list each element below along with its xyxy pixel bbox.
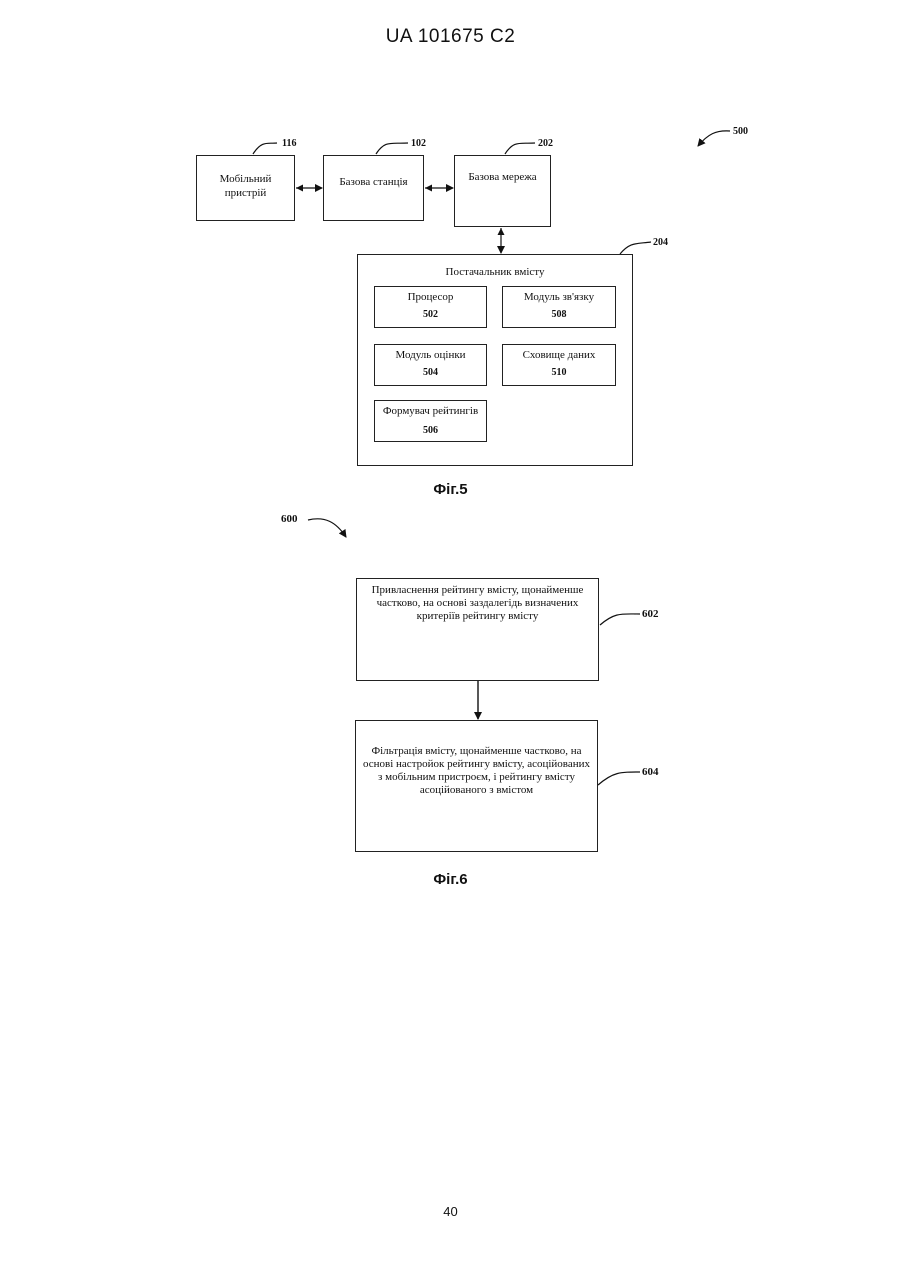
mobile-device-box: Мобільний пристрій (196, 155, 295, 221)
ref-102: 102 (411, 138, 426, 149)
step-604-text: Фільтрація вмісту, щонайменше частково, … (362, 745, 591, 797)
content-provider-label: Постачальник вмісту (358, 265, 632, 279)
rating-former-number: 506 (375, 424, 486, 438)
data-store-box: Сховище даних 510 (502, 344, 616, 386)
data-store-number: 510 (503, 366, 615, 380)
ref-604: 604 (642, 766, 659, 778)
step-604-box: Фільтрація вмісту, щонайменше частково, … (355, 720, 598, 852)
step-602-box: Привласнення рейтингу вмісту, щонайменше… (356, 578, 599, 681)
eval-module-number: 504 (375, 366, 486, 380)
processor-number: 502 (375, 308, 486, 322)
comm-module-label: Модуль зв'язку (503, 290, 615, 304)
ref-602: 602 (642, 608, 659, 620)
mobile-device-label: Мобільний пристрій (215, 172, 276, 200)
processor-label: Процесор (375, 290, 486, 304)
base-station-label: Базова станція (324, 175, 423, 189)
ref-600: 600 (281, 513, 298, 525)
base-network-box: Базова мережа (454, 155, 551, 227)
ref-204: 204 (653, 237, 668, 248)
comm-module-number: 508 (503, 308, 615, 322)
data-store-label: Сховище даних (503, 348, 615, 362)
ref-116: 116 (282, 138, 296, 149)
eval-module-label: Модуль оцінки (375, 348, 486, 362)
fig6-caption: Фіг.6 (0, 871, 901, 888)
rating-former-label: Формувач рейтингів (375, 404, 486, 418)
fig5-caption: Фіг.5 (0, 481, 901, 498)
processor-box: Процесор 502 (374, 286, 487, 328)
comm-module-box: Модуль зв'язку 508 (502, 286, 616, 328)
ref-500: 500 (733, 126, 748, 137)
step-602-text: Привласнення рейтингу вмісту, щонайменше… (361, 584, 594, 623)
ref-202: 202 (538, 138, 553, 149)
page-number: 40 (0, 1204, 901, 1219)
base-station-box: Базова станція (323, 155, 424, 221)
eval-module-box: Модуль оцінки 504 (374, 344, 487, 386)
base-network-label: Базова мережа (455, 170, 550, 184)
rating-former-box: Формувач рейтингів 506 (374, 400, 487, 442)
